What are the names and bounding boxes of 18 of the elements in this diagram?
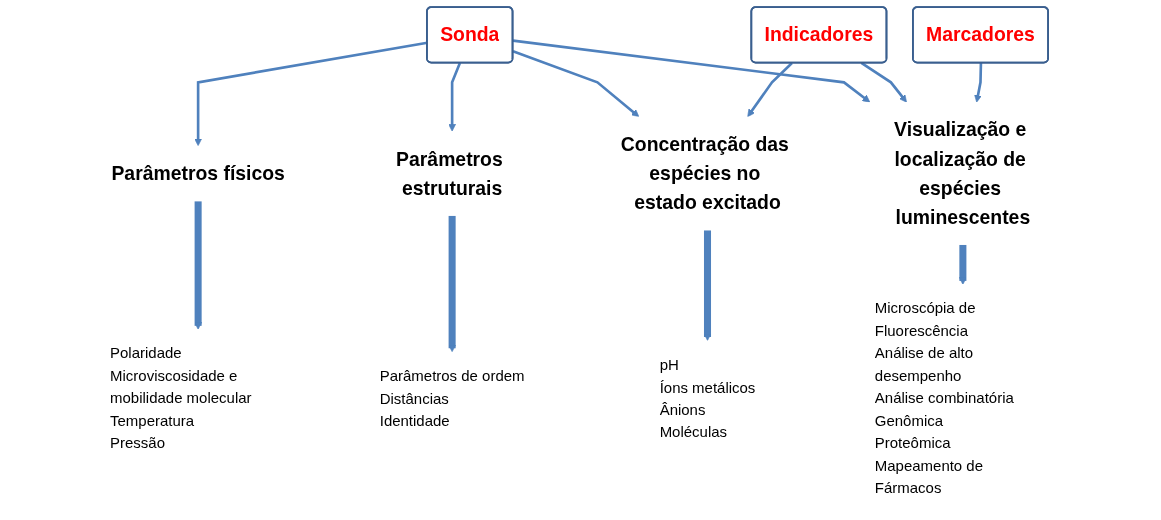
arrow: [974, 62, 983, 103]
arrow: [703, 230, 712, 341]
node-text: Visualização e localização de espécies luminescentes: [894, 118, 1031, 229]
arrow: [512, 49, 640, 118]
arrow: [747, 62, 793, 118]
node-text: pH Íons metálicos Ânions Moléculas: [659, 356, 756, 441]
node-text: Parâmetros de ordem Distâncias Identidade: [379, 367, 525, 430]
arrow: [448, 215, 456, 353]
node-text: Microscópia de Fluorescência Análise de alto desempenho Análise combinatória Genômica Proteômica Mapeamento de Fármacos: [874, 300, 1014, 497]
node-text: Concentração das espécies no estado excitado: [620, 133, 789, 214]
arrow: [512, 39, 871, 103]
node-text: Parâmetros estruturais: [396, 147, 503, 200]
node-text: Polaridade Microviscosidade e mobilidade molecular Temperatura Pressão: [110, 345, 252, 452]
arrow: [448, 62, 462, 132]
arrow: [959, 244, 967, 285]
arrow: [860, 61, 907, 103]
arrow: [194, 201, 202, 330]
node-text: Parâmetros físicos: [111, 162, 285, 185]
